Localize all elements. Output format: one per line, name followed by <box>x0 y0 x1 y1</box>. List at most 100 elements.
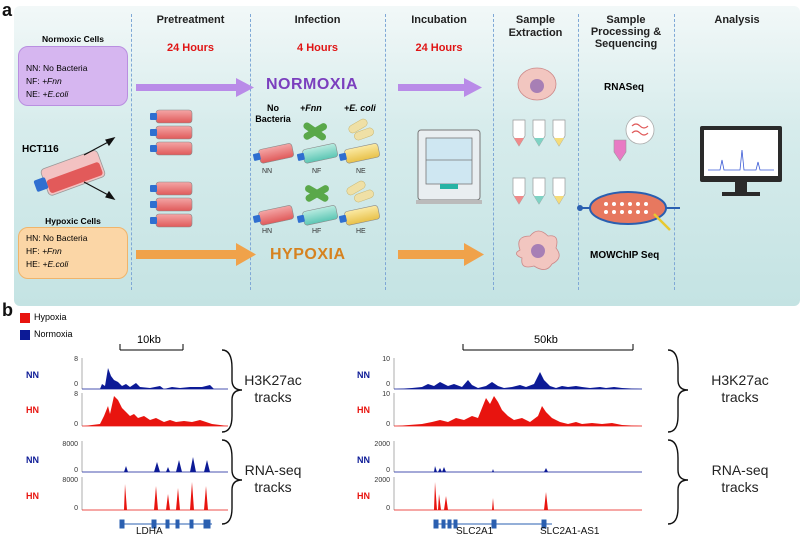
slc2a1-gene-model <box>433 519 552 529</box>
slc2a1-gene-label: SLC2A1 <box>456 526 494 537</box>
right-h3k-nn-min: 0 <box>386 381 390 388</box>
panel-a-letter: a <box>2 0 13 20</box>
pretreatment-header: Pretreatment <box>156 14 225 26</box>
left-h3k-nn-min: 0 <box>74 381 78 388</box>
analysis-monitor-icon <box>700 126 782 196</box>
code: HF: <box>26 246 40 256</box>
desc: No Bacteria <box>43 63 88 73</box>
hypoxic-cells-title: Hypoxic Cells <box>45 216 101 226</box>
legend-normoxia-swatch <box>20 330 30 340</box>
panel-b-letter: b <box>2 300 13 320</box>
column-divider <box>250 14 251 290</box>
left-h3k27ac-nn-track <box>82 368 228 390</box>
flask-label-hf: HF <box>312 228 322 235</box>
right-rna-hn-min: 0 <box>386 505 390 512</box>
infection-flasks-normoxia <box>252 143 380 164</box>
left-rna-nn-max: 8000 <box>62 441 78 448</box>
left-rna-hn-min: 0 <box>74 505 78 512</box>
hct116-label: HCT116 <box>22 144 59 155</box>
desc: No Bacteria <box>43 233 88 243</box>
flask-label-he: HE <box>356 228 366 235</box>
right-h3k27ac-nn-track <box>394 372 642 390</box>
right-braces <box>667 349 689 525</box>
left-h3k-hn-max: 8 <box>74 391 78 398</box>
left-h3k27ac-nn-label: NN <box>26 370 39 380</box>
middle-h3k27ac-label: H3K27ac tracks <box>238 372 308 406</box>
rnaseq-icon <box>613 115 655 162</box>
normoxic-cells-box <box>18 46 128 106</box>
sample-processing-line2: Processing & <box>590 26 662 38</box>
left-h3k27ac-hn-track <box>82 396 228 427</box>
mowchip-label: MOWChIP Seq <box>590 250 660 261</box>
code: NE: <box>26 89 41 99</box>
no-bacteria-line2: Bacteria <box>255 114 291 124</box>
hypoxia-label: HYPOXIA <box>270 246 346 263</box>
right-h3k27ac-line2: tracks <box>721 389 759 405</box>
column-divider <box>674 14 675 290</box>
column-divider <box>385 14 386 290</box>
fnn-bacteria-icon <box>303 122 329 202</box>
normoxic-cells-title: Normoxic Cells <box>42 34 104 44</box>
right-scale-bar-label: 50kb <box>534 334 558 346</box>
middle-rnaseq-line1: RNA-seq <box>244 462 302 478</box>
right-rnaseq-nn-label: NN <box>357 455 370 465</box>
left-h3k-hn-min: 0 <box>74 421 78 428</box>
no-bacteria-header: No Bacteria <box>253 103 293 125</box>
slc2a1-as1-gene-label: SLC2A1-AS1 <box>540 526 600 537</box>
right-h3k-nn-max: 10 <box>382 356 390 363</box>
middle-h3k27ac-line2: tracks <box>254 389 292 405</box>
column-divider <box>131 14 132 290</box>
left-rna-nn-min: 0 <box>74 467 78 474</box>
middle-rnaseq-label: RNA-seq tracks <box>238 462 308 496</box>
right-rna-nn-max: 2000 <box>374 441 390 448</box>
desc: +Fnn <box>42 246 62 256</box>
hypoxic-item: HF: +Fnn <box>26 245 87 258</box>
incubation-duration: 24 Hours <box>415 42 463 54</box>
middle-braces <box>221 349 243 525</box>
sample-processing-header: Sample Processing & Sequencing <box>578 14 674 50</box>
right-rnaseq-label: RNA-seq tracks <box>690 462 790 496</box>
split-arrows <box>83 137 116 200</box>
hct116-flask-icon <box>33 150 106 196</box>
sample-extraction-line1: Sample <box>515 14 556 26</box>
right-h3k27ac-hn-label: HN <box>357 405 370 415</box>
sample-processing-line1: Sample <box>606 14 646 26</box>
code: NF: <box>26 76 40 86</box>
sample-processing-line3: Sequencing <box>594 38 658 50</box>
incubator-icon <box>416 129 482 204</box>
normoxic-item: NN: No Bacteria <box>26 62 87 75</box>
column-divider <box>578 14 579 290</box>
desc: +Fnn <box>42 76 62 86</box>
sample-extraction-line2: Extraction <box>508 27 563 39</box>
no-bacteria-line1: No <box>267 103 279 113</box>
right-scale-bar <box>462 344 634 351</box>
right-rna-nn-min: 0 <box>386 467 390 474</box>
middle-rnaseq-line2: tracks <box>254 479 292 495</box>
right-h3k-hn-min: 0 <box>386 421 390 428</box>
pretreatment-duration: 24 Hours <box>166 42 215 54</box>
pretreatment-flasks-bottom <box>150 181 193 228</box>
sample-tubes-top <box>512 119 566 147</box>
normoxic-item: NF: +Fnn <box>26 75 87 88</box>
right-rnaseq-hn-label: HN <box>357 491 370 501</box>
left-rnaseq-hn-label: HN <box>26 491 39 501</box>
mowchip-device-icon <box>577 191 680 231</box>
desc: +E.coli <box>42 89 69 99</box>
hypoxic-cells-box <box>18 227 128 279</box>
flask-label-hn: HN <box>262 228 273 235</box>
column-divider <box>493 14 494 290</box>
pretreatment-flasks-top <box>150 109 193 156</box>
left-h3k27ac-hn-label: HN <box>26 405 39 415</box>
normoxic-cells-list: NN: No Bacteria NF: +Fnn NE: +E.coli <box>26 62 87 101</box>
panel-a-graphics <box>33 67 782 270</box>
ecoli-header: +E. coli <box>344 103 376 113</box>
desc: +E.coli <box>42 259 69 269</box>
left-rnaseq-hn-track <box>82 482 228 511</box>
right-h3k-hn-max: 10 <box>382 391 390 398</box>
hypoxic-item: HN: No Bacteria <box>26 232 87 245</box>
hypoxia-arrows <box>136 243 484 266</box>
incubation-header: Incubation <box>411 14 467 26</box>
normoxia-label: NORMOXIA <box>266 76 358 93</box>
left-tracks <box>81 358 228 529</box>
ldha-gene-label: LDHA <box>136 526 163 537</box>
